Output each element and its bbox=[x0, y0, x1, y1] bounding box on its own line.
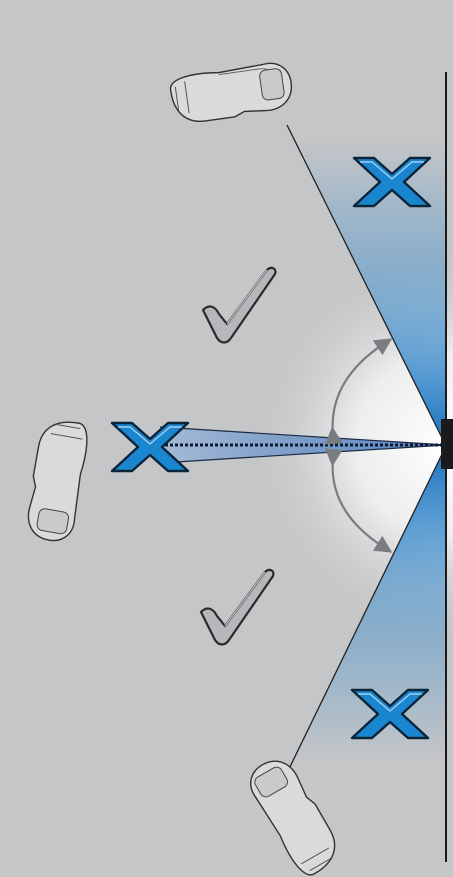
barcode-scanner-icon bbox=[27, 421, 88, 542]
barcode-scanner-icon bbox=[250, 760, 336, 876]
angle-arc-arrow-icon bbox=[325, 448, 393, 553]
x-mark-icon bbox=[110, 421, 190, 473]
barcode-mark bbox=[441, 419, 453, 469]
check-mark-icon bbox=[201, 266, 277, 344]
angle-line-bottom bbox=[285, 445, 447, 776]
x-mark-icon bbox=[350, 688, 430, 740]
angle-line-top bbox=[286, 124, 447, 447]
perpendicular-beam bbox=[159, 426, 447, 464]
barcode-scanner-icon bbox=[169, 62, 293, 123]
x-mark-icon bbox=[352, 156, 432, 208]
angle-arc-arrow-icon bbox=[325, 338, 393, 445]
check-mark-icon bbox=[199, 568, 275, 646]
